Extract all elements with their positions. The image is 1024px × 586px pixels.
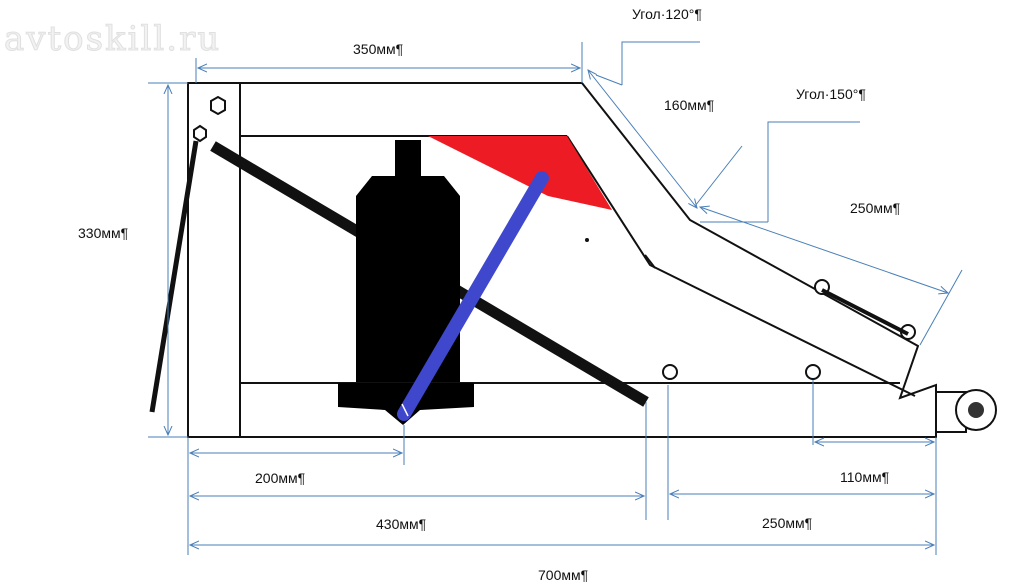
dimension-lines xyxy=(148,41,963,555)
label-total-length: 700мм¶ xyxy=(538,567,588,583)
nut-icon-left xyxy=(193,124,207,143)
marker-dot xyxy=(585,238,589,242)
slope-bar xyxy=(821,288,909,336)
watermark-text: avtoskill.ru xyxy=(4,19,221,59)
nut-icon-top xyxy=(210,95,226,116)
label-slope-upper: 160мм¶ xyxy=(664,97,714,113)
pivot-hole xyxy=(662,364,678,380)
left-rod xyxy=(149,140,199,413)
blue-pusher xyxy=(397,171,549,421)
slope-stub xyxy=(644,254,656,269)
pivot-hole xyxy=(805,364,821,380)
wheel-hub xyxy=(968,402,984,418)
label-tail-length: 250мм¶ xyxy=(762,515,812,531)
label-height: 330мм¶ xyxy=(78,225,128,241)
pusher-mark xyxy=(401,403,409,417)
label-slope-lower: 250мм¶ xyxy=(850,200,900,216)
red-plate xyxy=(428,136,612,210)
label-wheel-offset: 110мм¶ xyxy=(840,469,889,485)
dim-slope-lower xyxy=(700,207,948,293)
wheel xyxy=(935,389,997,433)
jack-body xyxy=(356,176,460,382)
jack-rod xyxy=(395,140,421,176)
label-arm-offset: 430мм¶ xyxy=(376,516,426,532)
label-angle-upper: Угол·120°¶ xyxy=(632,6,702,22)
label-top-width: 350мм¶ xyxy=(353,41,403,57)
label-jack-offset: 200мм¶ xyxy=(255,470,305,486)
label-angle-lower: Угол·150°¶ xyxy=(796,86,866,102)
dim-slope-upper xyxy=(588,70,697,208)
